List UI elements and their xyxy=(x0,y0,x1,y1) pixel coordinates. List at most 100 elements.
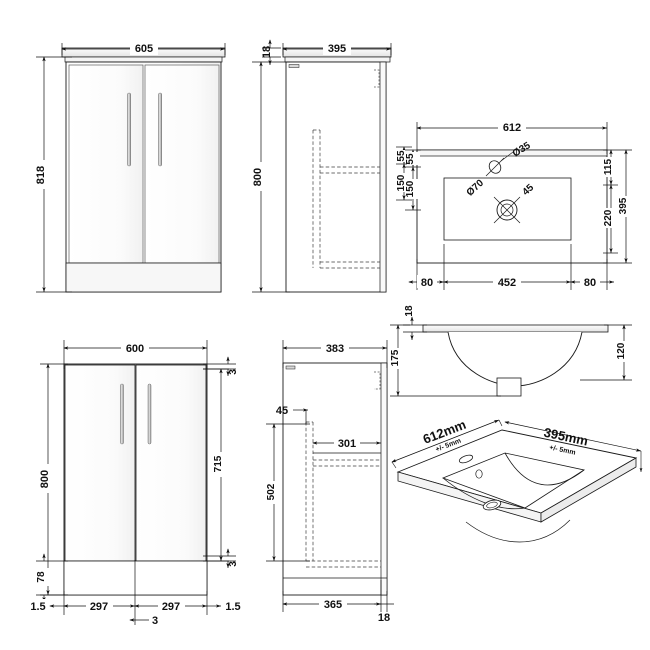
view-basin-isometric: 612mm +/- 5mm 395mm +/- 5mm xyxy=(391,417,643,543)
dim-label-115: 115 xyxy=(603,158,614,175)
cabinet-side-fixing xyxy=(285,365,296,370)
dim-label-800-front: 800 xyxy=(39,470,51,488)
internal-hidden-lines xyxy=(312,129,380,269)
tap-hole-icon xyxy=(488,160,502,174)
dimension-basin-left-stack: 55 150 xyxy=(405,149,421,211)
cabinet-handle-right xyxy=(147,383,152,445)
dim-label-452: 452 xyxy=(498,277,516,289)
basin-bowl-outline xyxy=(443,177,572,241)
dim-label-605: 605 xyxy=(135,43,153,55)
cabinet-side-hinge xyxy=(374,371,381,390)
view-side-elevation-with-top: 18 395 800 55 150 xyxy=(252,39,412,293)
dim-label-150: 150 xyxy=(396,174,407,191)
dimension-365-18: 365 18 xyxy=(282,580,394,624)
dim-label-365: 365 xyxy=(324,599,342,611)
dim-label-600: 600 xyxy=(126,343,144,355)
dim-label-1-5-left: 1.5 xyxy=(30,601,45,613)
dim-label-220: 220 xyxy=(603,209,614,226)
dim-label-383: 383 xyxy=(326,343,344,355)
dimension-800-front: 800 xyxy=(39,363,68,596)
dim-label-175: 175 xyxy=(390,349,401,366)
dim-label-297-left: 297 xyxy=(90,601,108,613)
dimension-basin-175: 175 xyxy=(390,324,501,397)
dimension-18-top: 18 xyxy=(261,39,281,65)
dim-label-3-bottom: 3 xyxy=(228,561,239,567)
door-right xyxy=(144,64,220,264)
iso-bowl-curve-right xyxy=(504,452,585,486)
view-basin-section: 18 175 120 xyxy=(390,305,632,397)
waste-crosshair-b xyxy=(493,196,521,224)
dim-label-78: 78 xyxy=(36,571,47,583)
basin-section-waste xyxy=(496,377,522,397)
dim-label-301: 301 xyxy=(338,438,356,450)
iso-waste-inner xyxy=(486,501,498,509)
dimension-78: 78 xyxy=(36,553,68,602)
cabinet-plinth xyxy=(63,560,208,596)
waste-hole-icon xyxy=(496,199,518,221)
dim-label-80-right: 80 xyxy=(584,277,596,289)
door-edge-side xyxy=(379,61,387,293)
dim-label-120: 120 xyxy=(616,342,627,359)
dim-label-basin-150: 150 xyxy=(405,180,416,197)
dim-label-basin-section-18: 18 xyxy=(404,305,415,317)
cabinet-door-left xyxy=(64,364,136,562)
cabinet-side-door-edge xyxy=(380,362,388,596)
dim-label-18-top: 18 xyxy=(261,46,273,58)
dimension-383: 383 xyxy=(282,340,388,368)
plinth xyxy=(65,262,222,293)
dimension-395-depth: 395 xyxy=(282,42,392,55)
dim-label-612: 612 xyxy=(503,122,521,134)
cabinet-handle-left xyxy=(120,383,124,445)
basin-section-slab xyxy=(422,324,609,333)
dimension-basin-right-stack: 115 220 395 xyxy=(603,149,633,264)
cabinet-door-right xyxy=(135,364,207,562)
view-basin-plan: Ø35 Ø70 45 612 55 150 xyxy=(405,121,633,290)
door-handle-left xyxy=(127,92,131,167)
dim-label-818: 818 xyxy=(35,166,47,184)
door-left xyxy=(68,64,144,264)
iso-right-edge xyxy=(540,457,637,523)
dim-label-297-right: 297 xyxy=(162,601,180,613)
worktop-underside-side xyxy=(284,56,391,63)
dimension-basin-bottom-chain: 80 452 80 xyxy=(408,244,614,290)
iso-bowl-underside xyxy=(465,519,571,543)
dimension-818: 818 xyxy=(35,56,72,293)
view-cabinet-side-elevation: 383 45 301 502 365 xyxy=(266,340,394,624)
view-cabinet-front-elevation: 600 800 3 715 xyxy=(27,340,244,627)
dimension-45-offset: 45 xyxy=(276,405,308,424)
dim-label-800-side: 800 xyxy=(252,168,264,186)
dimension-cabinet-bottom-chain: 1.5 297 297 1.5 3 xyxy=(27,560,244,627)
dim-label-1-5-right: 1.5 xyxy=(225,601,240,613)
cabinet-side-body xyxy=(285,61,387,293)
tap-hole-leader xyxy=(500,151,514,162)
dim-label-3-top: 3 xyxy=(228,369,239,375)
dim-label-502: 502 xyxy=(266,483,277,500)
dimension-basin-18: 18 xyxy=(403,305,427,340)
iso-bowl-curve-left xyxy=(442,477,526,510)
dim-label-395-depth: 395 xyxy=(328,43,346,55)
dimension-800-side: 800 xyxy=(252,61,290,293)
dim-label-715: 715 xyxy=(213,455,224,472)
dim-label-3-centre: 3 xyxy=(152,615,158,627)
dimension-502: 502 xyxy=(266,423,310,562)
dimension-301: 301 xyxy=(312,437,381,450)
dimension-3-bottom: 3 xyxy=(203,548,239,568)
dim-label-basin-395: 395 xyxy=(618,197,629,214)
fixing-bracket xyxy=(288,64,300,68)
worktop-underside xyxy=(64,56,223,63)
dim-label-45: 45 xyxy=(276,405,288,417)
dimension-612: 612 xyxy=(416,121,608,154)
cabinet-side-hidden-lines xyxy=(305,421,381,568)
door-handle-right xyxy=(158,92,162,167)
cabinet-side-outline xyxy=(282,362,388,596)
dim-label-80-left: 80 xyxy=(421,277,433,289)
waste-hole-inner xyxy=(500,203,514,217)
dim-label-55: 55 xyxy=(396,150,407,162)
dim-label-18-door: 18 xyxy=(378,612,390,624)
view-front-elevation-with-top: 605 818 xyxy=(35,42,226,293)
iso-overflow-icon xyxy=(475,469,483,479)
dimension-605: 605 xyxy=(61,42,226,55)
dim-label-basin-55: 55 xyxy=(405,153,416,165)
